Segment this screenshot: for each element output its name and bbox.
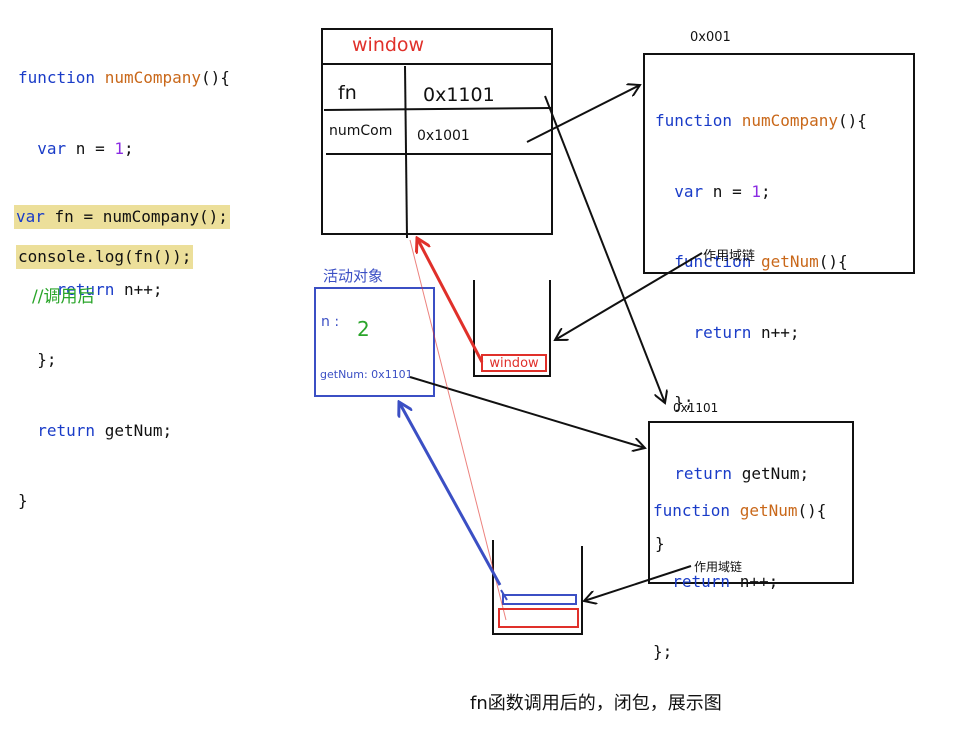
code-line: var n = 1; (18, 137, 230, 161)
window-title: window (352, 34, 425, 56)
code-text: (){ (818, 252, 848, 271)
code-line: function getNum(){ (653, 499, 826, 523)
code-text: console.log(fn()); (18, 247, 192, 266)
diagram-caption: fn函数调用后的，闭包，展示图 (470, 693, 722, 714)
code-text: } (655, 534, 665, 553)
scope-chain-label-bottom: 作用域链 (694, 560, 743, 574)
arrow-red-window (417, 238, 484, 363)
code-text: n = (703, 181, 752, 201)
arrow-fn-to-func-bottom (544, 95, 665, 403)
code-line: return n++; (655, 321, 867, 345)
code-line: return getNum; (18, 419, 230, 443)
window-row-fn-key: fn (338, 82, 357, 104)
stack-bottom (492, 540, 583, 635)
activation-getnum-label: getNum: 0x1101 (320, 368, 413, 381)
activation-n-label: n : (321, 314, 340, 330)
code-line: }; (18, 348, 230, 372)
code-line: } (655, 532, 867, 556)
window-table-divider (323, 107, 553, 111)
code-line: return n++; (18, 278, 230, 302)
func-bottom-code: function getNum(){ return n++; }; (653, 452, 826, 687)
code-text: } (18, 491, 28, 510)
code-keyword: function (18, 68, 96, 87)
arrow-numcom-to-func-top (526, 85, 640, 143)
code-line: function getNum(){ (655, 250, 867, 274)
code-line: var n = 1; (655, 180, 867, 204)
line-blue-tick (500, 589, 508, 601)
code-line: } (18, 489, 230, 513)
code-comment: //调用后 (32, 287, 95, 307)
stack-frame-red (498, 608, 579, 628)
code-text: fn = numCompany(); (44, 207, 228, 226)
code-text: n++; (751, 322, 800, 342)
stack-top-window-label: window (481, 354, 547, 372)
code-keyword: function (653, 501, 731, 520)
code-function-name: getNum (760, 252, 819, 271)
code-text: (){ (797, 501, 827, 520)
arrow-scope-chain-top (555, 252, 703, 340)
code-keyword: return (56, 279, 115, 299)
func-bottom-address: 0x1101 (673, 401, 719, 415)
code-keyword: var (16, 207, 45, 226)
window-table-divider (404, 65, 408, 239)
code-keyword: var (674, 181, 704, 201)
scope-chain-label-top: 作用域链 (703, 249, 756, 264)
code-keyword: function (674, 252, 752, 271)
code-text: getNum; (732, 463, 810, 483)
func-box-top (643, 53, 915, 274)
code-keyword: var (37, 138, 67, 158)
code-function-name: numCompany (741, 111, 839, 130)
code-keyword: return (37, 420, 96, 440)
code-text: n = (66, 138, 115, 158)
window-table (321, 28, 553, 235)
code-function-name: getNum (739, 501, 798, 520)
func-box-bottom (648, 421, 854, 584)
arrow-getnum-to-func-bottom (409, 376, 645, 448)
code-function-name: numCompany (104, 68, 202, 87)
line-red-thin (409, 239, 507, 621)
window-row-numcom-value: 0x1001 (417, 128, 470, 144)
activation-object-box (314, 287, 435, 397)
code-line: return n++; (653, 570, 826, 594)
code-line: function numCompany(){ (655, 109, 867, 133)
code-text: n++; (114, 279, 163, 299)
code-line: function numCompany(){ (18, 66, 230, 90)
code-text: }; (674, 393, 694, 412)
func-top-code: function numCompany(){ var n = 1; functi… (655, 62, 867, 579)
arrow-blue-activation (399, 402, 502, 586)
window-row-fn-value: 0x1101 (423, 84, 495, 106)
arrow-scope-chain-bottom (584, 565, 692, 601)
activation-n-value: 2 (357, 317, 370, 341)
code-text: ; (123, 138, 134, 158)
code-text: }; (653, 642, 673, 661)
window-row-numcom-key: numCom (329, 123, 393, 139)
code-text: }; (37, 350, 57, 369)
code-assign-line: var fn = numCompany(); (14, 205, 230, 229)
stack-frame-blue (502, 594, 577, 605)
code-keyword: function (655, 111, 733, 130)
code-line: return getNum; (655, 462, 867, 486)
code-line: }; (653, 640, 826, 664)
code-text: getNum; (95, 420, 173, 440)
code-keyword: return (672, 571, 731, 591)
code-number: 1 (114, 138, 124, 158)
activation-object-title: 活动对象 (323, 267, 384, 285)
code-text: n++; (730, 571, 779, 591)
stack-top (473, 280, 551, 377)
func-top-address: 0x001 (690, 30, 731, 45)
code-text: (){ (201, 68, 230, 87)
code-text: (){ (838, 111, 867, 130)
code-keyword: return (693, 322, 752, 342)
code-line: }; (655, 391, 867, 415)
code-number: 1 (751, 181, 761, 201)
code-text: ; (760, 181, 771, 201)
code-console-line: console.log(fn()); (16, 245, 194, 269)
code-keyword: return (674, 463, 733, 483)
